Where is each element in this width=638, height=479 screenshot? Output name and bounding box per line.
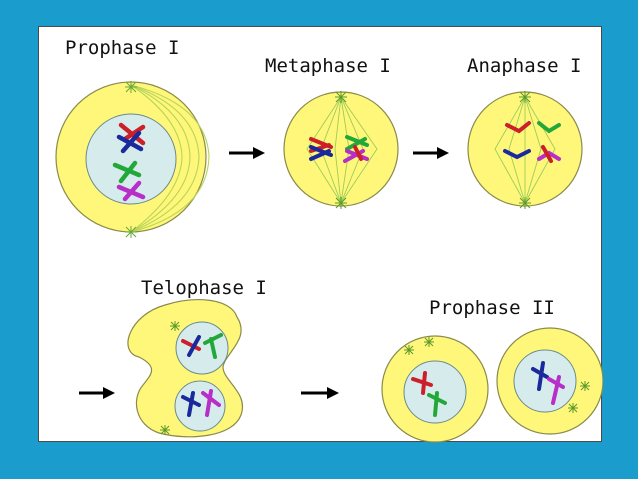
anaphase1-cell <box>467 91 583 209</box>
telophase1-centrosome-bottom <box>160 425 170 435</box>
arrow-prophase1-to-metaphase1 <box>229 147 265 159</box>
metaphase1-chromosomes <box>309 135 369 163</box>
label-metaphase1: Metaphase I <box>265 55 391 77</box>
label-prophase2: Prophase II <box>429 297 555 319</box>
telophase1-centrosome-top <box>170 321 180 331</box>
meiosis-diagram <box>55 81 603 443</box>
prophase2-right-chromosomes <box>531 361 565 405</box>
arrow-telophase1-to-prophase2 <box>301 387 339 399</box>
anaphase1-centrosome-top <box>519 91 531 103</box>
prophase2-left-chromosomes <box>411 371 447 417</box>
metaphase1-centrosome-bottom <box>335 197 347 209</box>
prophase1-centrosome-top <box>125 81 137 93</box>
anaphase1-centrosome-bottom <box>519 197 531 209</box>
anaphase1-chromosomes <box>503 121 561 163</box>
prophase1-chromosomes <box>112 122 146 202</box>
prophase2-right-centrosomes <box>568 381 590 413</box>
anaphase1-spindle <box>494 96 556 204</box>
prophase2-cell-left <box>381 335 489 443</box>
telophase1-cell <box>127 299 244 438</box>
prophase2-left-centrosomes <box>404 337 434 355</box>
arrow-metaphase1-to-anaphase1 <box>413 147 449 159</box>
label-anaphase1: Anaphase I <box>467 55 582 77</box>
telophase1-chromosomes <box>181 333 223 417</box>
label-telophase1: Telophase I <box>141 277 267 299</box>
prophase1-spindle-arcs <box>130 84 210 233</box>
prophase2-cell-right <box>496 327 603 435</box>
label-prophase1: Prophase I <box>65 37 180 59</box>
prophase1-centrosome-bottom <box>125 226 137 238</box>
diagram-panel: Prophase I Metaphase I Anaphase I Teloph… <box>38 26 603 443</box>
metaphase1-centrosome-top <box>335 91 347 103</box>
prophase1-cell <box>55 81 210 238</box>
arrow-to-telophase1 <box>79 387 115 399</box>
metaphase1-cell <box>283 91 399 209</box>
